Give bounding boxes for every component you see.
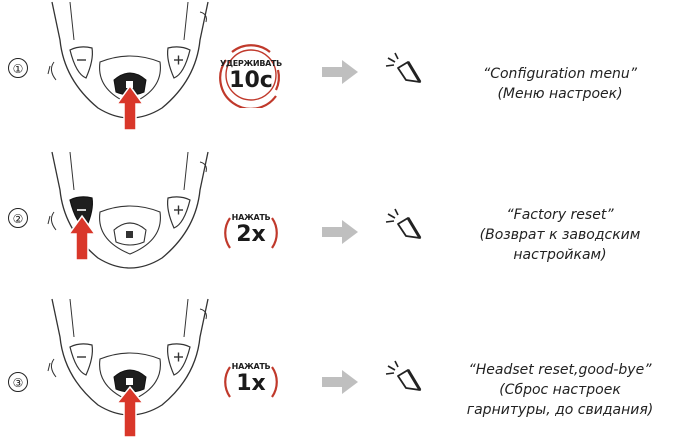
hold-badge: УДЕРЖИВАТЬ 10c [218, 42, 284, 110]
headset-device [47, 298, 209, 437]
right-arrow-icon [322, 220, 358, 244]
right-arrow-icon [322, 60, 358, 84]
speaker-sound-icon [385, 52, 422, 83]
press-arrow-icon [115, 385, 145, 437]
step-number: ② [8, 208, 28, 228]
voice-line: “Headset reset,good-bye” [468, 362, 652, 378]
step-number: ③ [8, 372, 28, 392]
voice-line: “Factory reset” [506, 207, 614, 223]
step-1: ① УДЕРЖИВАТЬ 10c “Confi [0, 0, 683, 140]
voice-line: “Configuration menu” [482, 66, 638, 82]
voice-prompt: “Factory reset” (Возврат к заводским нас… [440, 205, 680, 265]
voice-line: гарнитуры, до свидания) [466, 402, 654, 418]
badge-count: 10c [229, 68, 273, 93]
press-arrow-icon [115, 84, 145, 131]
voice-line: (Меню настроек) [497, 86, 623, 102]
voice-prompt: “Headset reset,good-bye” (Сброс настроек… [440, 360, 680, 420]
headset-device [47, 1, 209, 131]
right-arrow-icon [322, 370, 358, 394]
badge-action-label: УДЕРЖИВАТЬ [220, 59, 282, 68]
badge-count: 2x [236, 222, 266, 247]
speaker-sound-icon [385, 360, 422, 391]
minus-button [69, 196, 93, 229]
press-badge: НАЖАТЬ 2x [218, 200, 284, 266]
step-number: ① [8, 58, 28, 78]
badge-action-label: НАЖАТЬ [231, 362, 271, 371]
step-2: ② НАЖАТЬ 2x “Factory reset” (Возв [0, 150, 683, 290]
voice-line: настройкам) [513, 247, 607, 263]
badge-count: 1x [236, 371, 266, 396]
speaker-sound-icon [385, 208, 422, 239]
voice-line: (Возврат к заводским [479, 227, 641, 243]
headset-device [47, 151, 209, 269]
voice-line: (Сброс настроек [499, 382, 621, 398]
press-arrow-icon [67, 214, 97, 261]
step-3: ③ НАЖАТЬ 1x “Headset reset,good-bye” [0, 297, 683, 437]
voice-prompt: “Configuration menu” (Меню настроек) [440, 64, 680, 104]
press-badge: НАЖАТЬ 1x [218, 349, 284, 415]
badge-action-label: НАЖАТЬ [231, 213, 271, 222]
